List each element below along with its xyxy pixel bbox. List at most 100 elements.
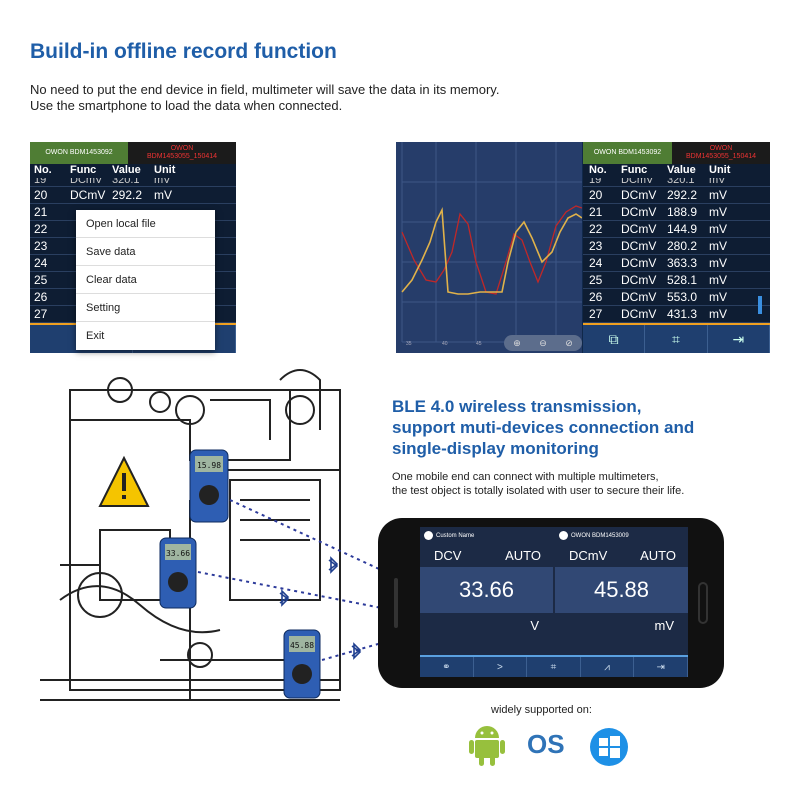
menu-item-setting[interactable]: Setting	[76, 294, 215, 322]
scrollbar[interactable]	[758, 296, 762, 314]
unit-label: mV	[654, 617, 675, 633]
description-line: the test object is totally isolated with…	[392, 485, 685, 497]
menu-item-open-local-file[interactable]: Open local file	[76, 210, 215, 238]
windows-icon	[590, 728, 628, 766]
ios-logo: OS	[527, 729, 565, 759]
reading-value: 33.66	[420, 567, 553, 613]
phone-screen: Custom Name DCV AUTO 33.66 V OWON BDM145…	[420, 527, 688, 677]
waveform-graph[interactable]: 35 40 45 ⊕ ⊖ ⊘	[396, 142, 583, 353]
graph-icon: ⧉	[608, 330, 619, 347]
description-line: Use the smartphone to load the data when…	[30, 98, 343, 113]
zoom-reset-icon[interactable]: ⊘	[565, 337, 573, 348]
table-row[interactable]: 19 DCmV 320.1 mV	[30, 178, 236, 187]
device-tab-1[interactable]: OWON BDM1453092	[583, 142, 672, 164]
phone-toolbar: ⚭ > ⌗ ⩘ ⇥	[420, 655, 688, 677]
mode-label: DCV	[434, 548, 462, 563]
exit-icon: ⇥	[656, 661, 665, 673]
expand-icon: ⌗	[550, 661, 557, 673]
series-red-line	[401, 205, 583, 295]
description-line: No need to put the end device in field, …	[30, 82, 500, 97]
zoom-in-icon[interactable]: ⊕	[513, 337, 521, 348]
exit-button[interactable]: ⇥	[708, 325, 770, 353]
bottom-toolbar: ⧉ ⌗ ⇥	[583, 323, 770, 353]
waveform-svg	[401, 142, 583, 343]
range-label: AUTO	[505, 548, 541, 563]
section-title-offline-record: Build-in offline record function	[30, 40, 337, 63]
multimeter-icon: 15.98	[189, 449, 229, 523]
home-button[interactable]	[698, 582, 708, 624]
meter-reading: 15.98	[197, 461, 221, 470]
next-button[interactable]: >	[474, 657, 528, 677]
title-line: single-display monitoring	[392, 439, 599, 458]
fullscreen-button[interactable]: ⌗	[645, 325, 708, 353]
ble-description: One mobile end can connect with multiple…	[392, 470, 772, 498]
expand-icon: ⌗	[672, 330, 680, 347]
chart-button[interactable]: ⩘	[581, 657, 635, 677]
table-row[interactable]: 20 DCmV 292.2 mV	[30, 187, 236, 204]
x-tick-label: 45	[476, 341, 482, 347]
series-yellow-line	[401, 207, 583, 295]
bluetooth-icon	[328, 556, 339, 574]
menu-item-save-data[interactable]: Save data	[76, 238, 215, 266]
x-tick-label: 35	[406, 341, 412, 347]
multimeter-icon: 45.88	[283, 629, 321, 699]
speaker-grille	[394, 578, 398, 628]
table-row[interactable]: 19 DCmV 320.1 mV	[583, 178, 770, 187]
meter-reading: 33.66	[166, 549, 190, 558]
bluetooth-icon	[279, 589, 290, 607]
meter-reading: 45.88	[290, 641, 314, 650]
meter-panel-2[interactable]: OWON BDM1453009 DCmV AUTO 45.88 mV	[555, 527, 688, 653]
supported-label: widely supported on:	[491, 704, 592, 716]
panel-header: Custom Name	[420, 527, 553, 544]
bluetooth-icon	[424, 531, 433, 540]
section-description: No need to put the end device in field, …	[30, 82, 590, 114]
table-header: No. Func Value Unit	[589, 164, 731, 176]
fullscreen-button[interactable]: ⌗	[527, 657, 581, 677]
bluetooth-icon	[351, 642, 362, 660]
title-line: support muti-devices connection and	[392, 418, 695, 437]
link-button[interactable]: ⚭	[420, 657, 474, 677]
zoom-out-icon[interactable]: ⊖	[539, 337, 547, 348]
factory-illustration: 15.98 33.66 45.88	[40, 369, 393, 701]
chevron-right-icon: >	[496, 661, 503, 673]
menu-item-clear-data[interactable]: Clear data	[76, 266, 215, 294]
unit-label: V	[530, 617, 539, 633]
range-label: AUTO	[640, 548, 676, 563]
exit-icon: ⇥	[732, 330, 745, 347]
panel-header: OWON BDM1453009	[555, 527, 688, 544]
link-icon: ⚭	[442, 661, 451, 673]
device-tab-1[interactable]: OWON BDM1453092	[30, 142, 128, 164]
meter-panel-1[interactable]: Custom Name DCV AUTO 33.66 V	[420, 527, 553, 653]
bluetooth-icon	[559, 531, 568, 540]
x-tick-label: 40	[442, 341, 448, 347]
warning-icon	[98, 455, 150, 507]
graph-view-button[interactable]: ⧉	[583, 325, 646, 353]
exit-button[interactable]: ⇥	[634, 657, 688, 677]
title-line: BLE 4.0 wireless transmission,	[392, 397, 642, 416]
table-header: No. Func Value Unit	[34, 164, 176, 176]
multimeter-icon: 33.66	[159, 537, 197, 609]
android-icon	[469, 726, 505, 766]
section-title-ble: BLE 4.0 wireless transmission, support m…	[392, 396, 752, 459]
menu-item-exit[interactable]: Exit	[86, 330, 105, 342]
context-menu: Open local file Save data Clear data Set…	[76, 210, 215, 350]
tool-button[interactable]	[133, 325, 236, 353]
chart-icon: ⩘	[604, 661, 610, 673]
zoom-controls: ⊕ ⊖ ⊘	[504, 335, 582, 351]
description-line: One mobile end can connect with multiple…	[392, 471, 659, 483]
reading-value: 45.88	[555, 567, 688, 613]
mode-label: DCmV	[569, 548, 608, 563]
